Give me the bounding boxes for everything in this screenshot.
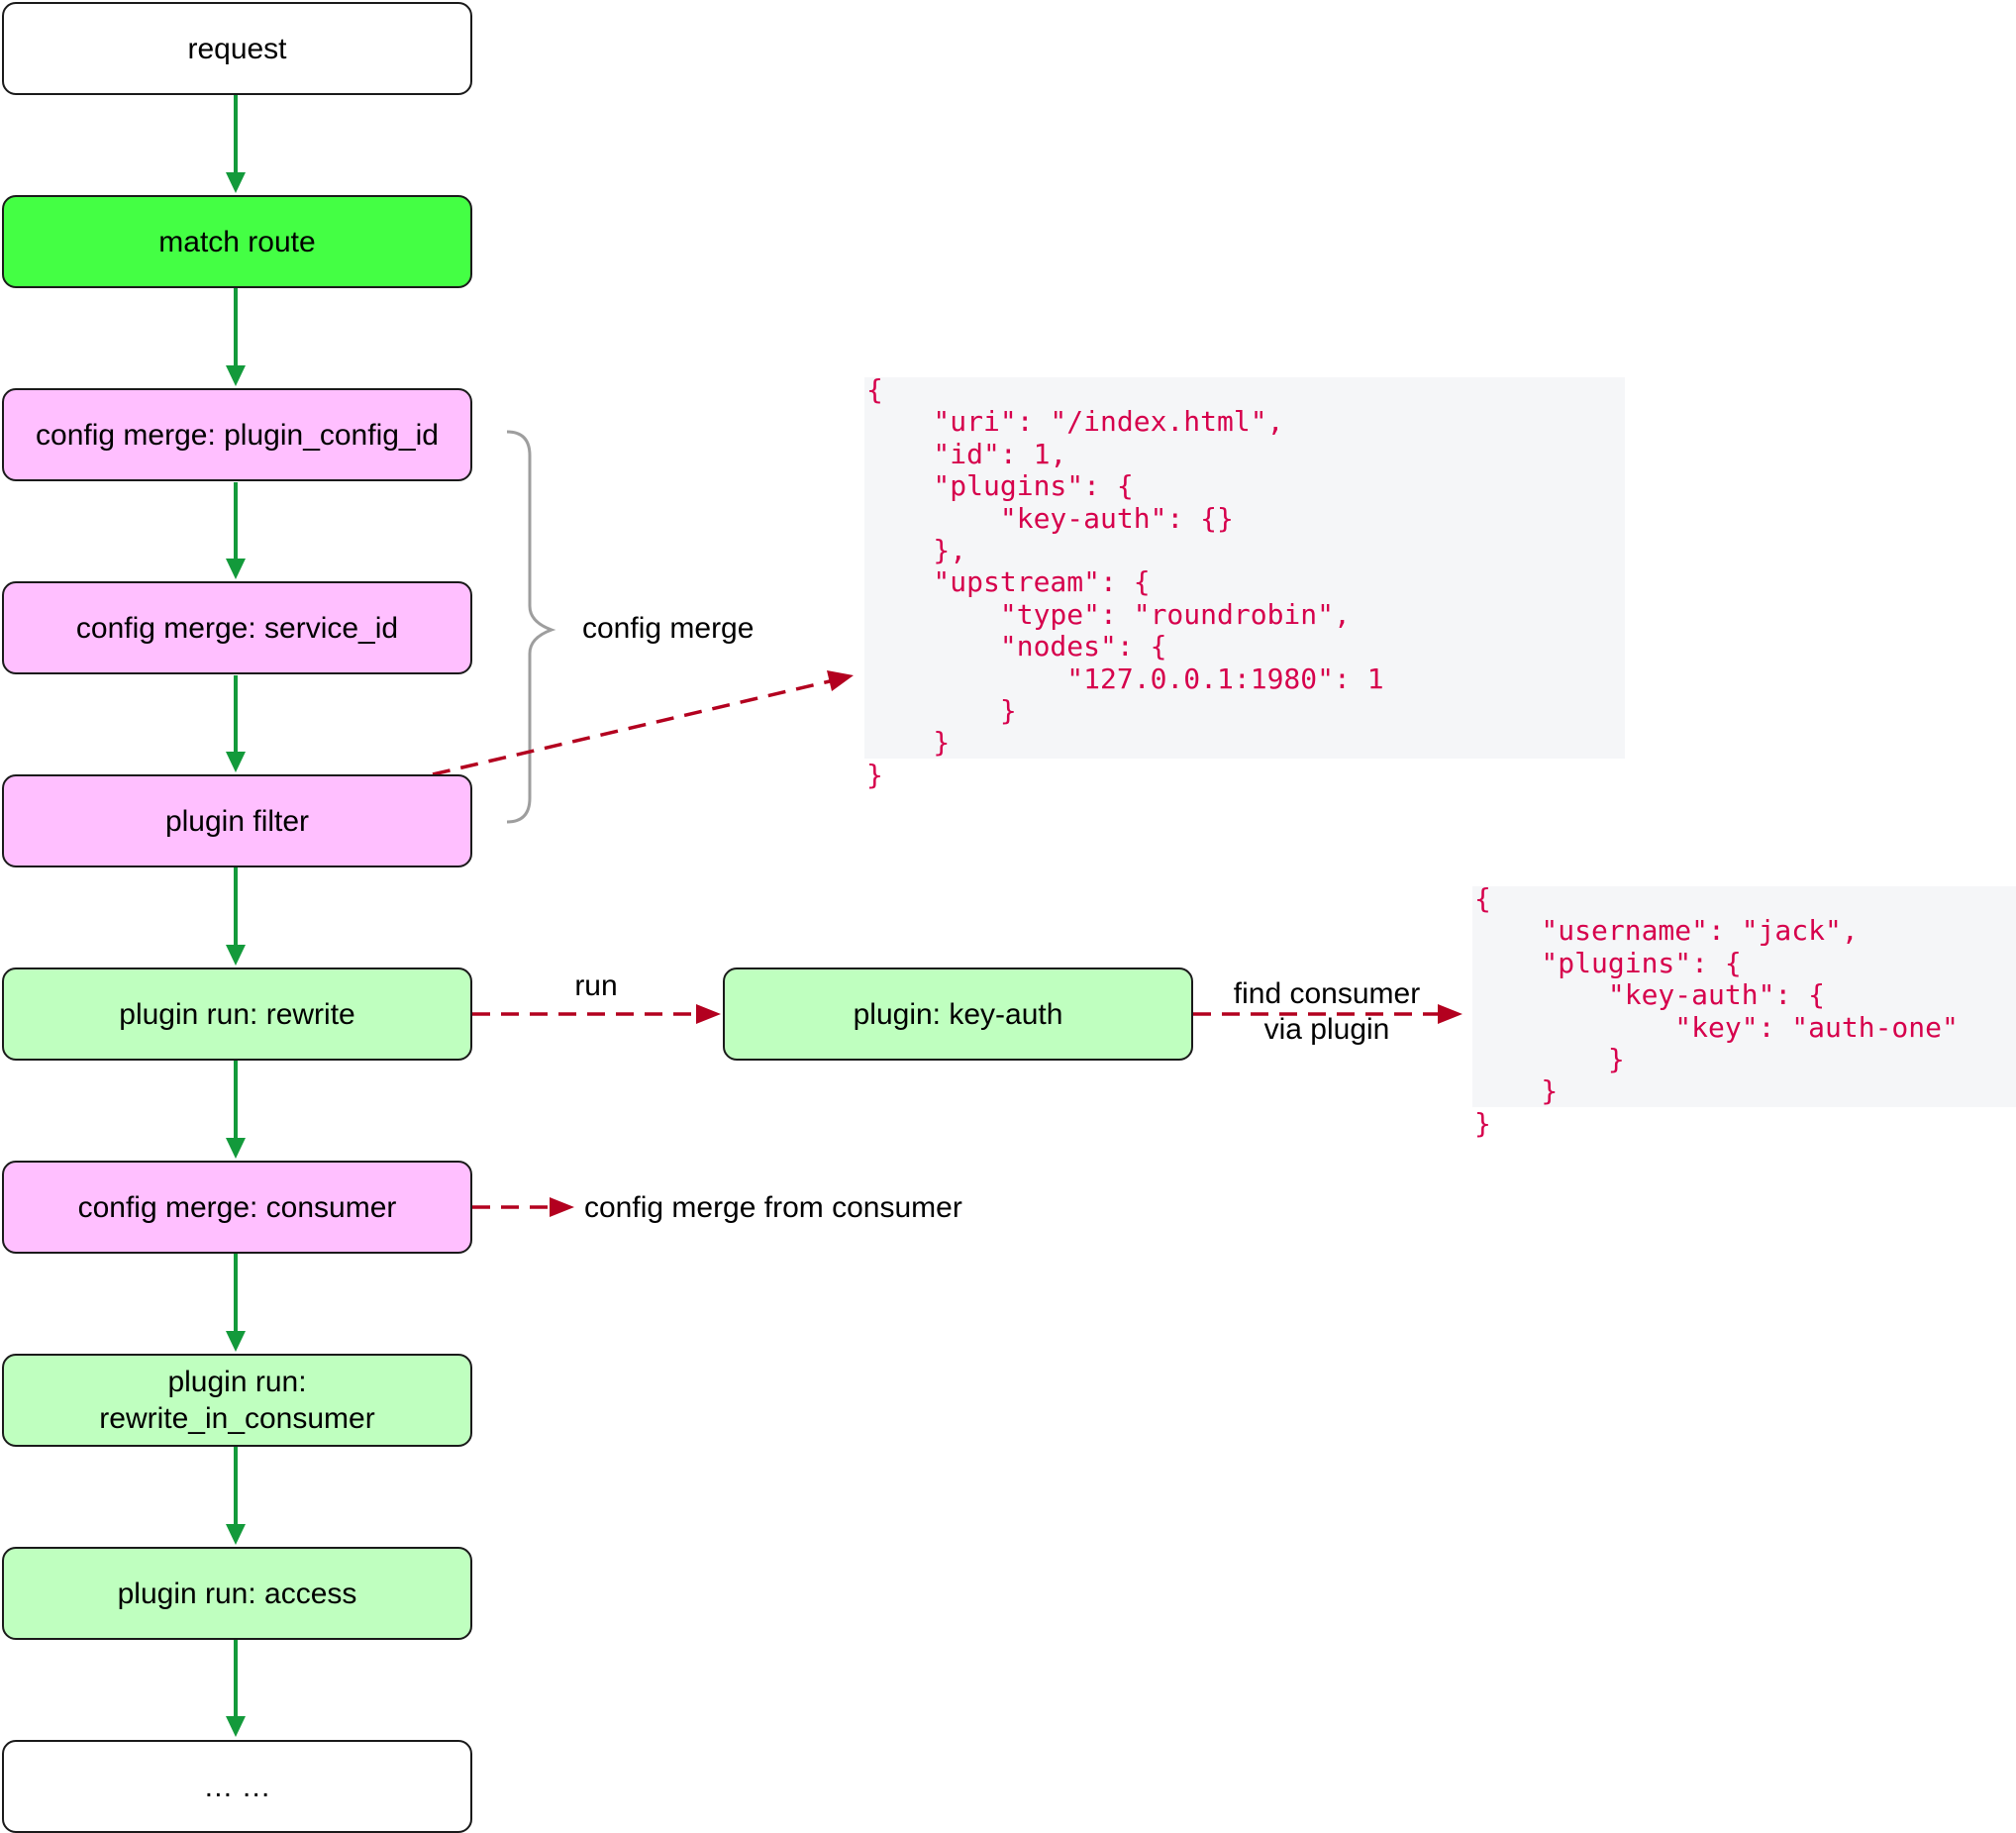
route-config-code: { "uri": "/index.html", "id": 1, "plugin… — [866, 373, 1384, 791]
node-plugin-key-auth: plugin: key-auth — [723, 967, 1193, 1061]
node-plugin-run-access: plugin run: access — [2, 1547, 472, 1640]
arrow-plugin-config-to-service-id — [226, 482, 246, 579]
arrow-request-to-match-route — [226, 95, 246, 193]
arrow-find-consumer — [1193, 1004, 1462, 1024]
arrow-plugin-filter-to-rewrite — [226, 867, 246, 966]
arrow-match-route-to-plugin-config — [226, 288, 246, 386]
consumer-config-code-panel — [1472, 886, 2016, 1107]
main-flow-arrows — [226, 95, 246, 1737]
label-config-merge: config merge — [582, 612, 755, 645]
node-plugin-run-rewrite: plugin run: rewrite — [2, 967, 472, 1061]
dashed-arrows — [432, 670, 1462, 1217]
label-config-merge-from-consumer: config merge from consumer — [584, 1191, 962, 1224]
config-merge-brace — [506, 430, 556, 824]
node-plugin-run-rewrite-in-consumer: plugin run: rewrite_in_consumer — [2, 1354, 472, 1447]
arrow-run-to-key-auth — [472, 1004, 721, 1024]
route-config-code-panel — [864, 377, 1625, 759]
arrow-rewrite-in-consumer-to-access — [226, 1447, 246, 1545]
arrow-plugin-filter-to-route-config — [432, 670, 854, 776]
arrow-consumer-merge-to-rewrite-in-consumer — [226, 1254, 246, 1352]
label-run: run — [574, 969, 618, 1002]
node-plugin-filter: plugin filter — [2, 774, 472, 867]
consumer-config-code: { "username": "jack", "plugins": { "key-… — [1474, 882, 1959, 1140]
label-find-consumer-line2: via plugin — [1263, 1013, 1390, 1046]
node-config-merge-service-id: config merge: service_id — [2, 581, 472, 674]
node-config-merge-consumer: config merge: consumer — [2, 1161, 472, 1254]
arrow-service-id-to-plugin-filter — [226, 675, 246, 772]
node-match-route: match route — [2, 195, 472, 288]
arrow-access-to-ellipsis — [226, 1640, 246, 1737]
label-find-consumer-line1: find consumer — [1233, 977, 1421, 1010]
node-ellipsis: … … — [2, 1740, 472, 1833]
arrow-config-merge-from-consumer — [472, 1197, 574, 1217]
arrow-rewrite-to-consumer-merge — [226, 1061, 246, 1159]
node-config-merge-plugin-config-id: config merge: plugin_config_id — [2, 388, 472, 481]
node-request: request — [2, 2, 472, 95]
